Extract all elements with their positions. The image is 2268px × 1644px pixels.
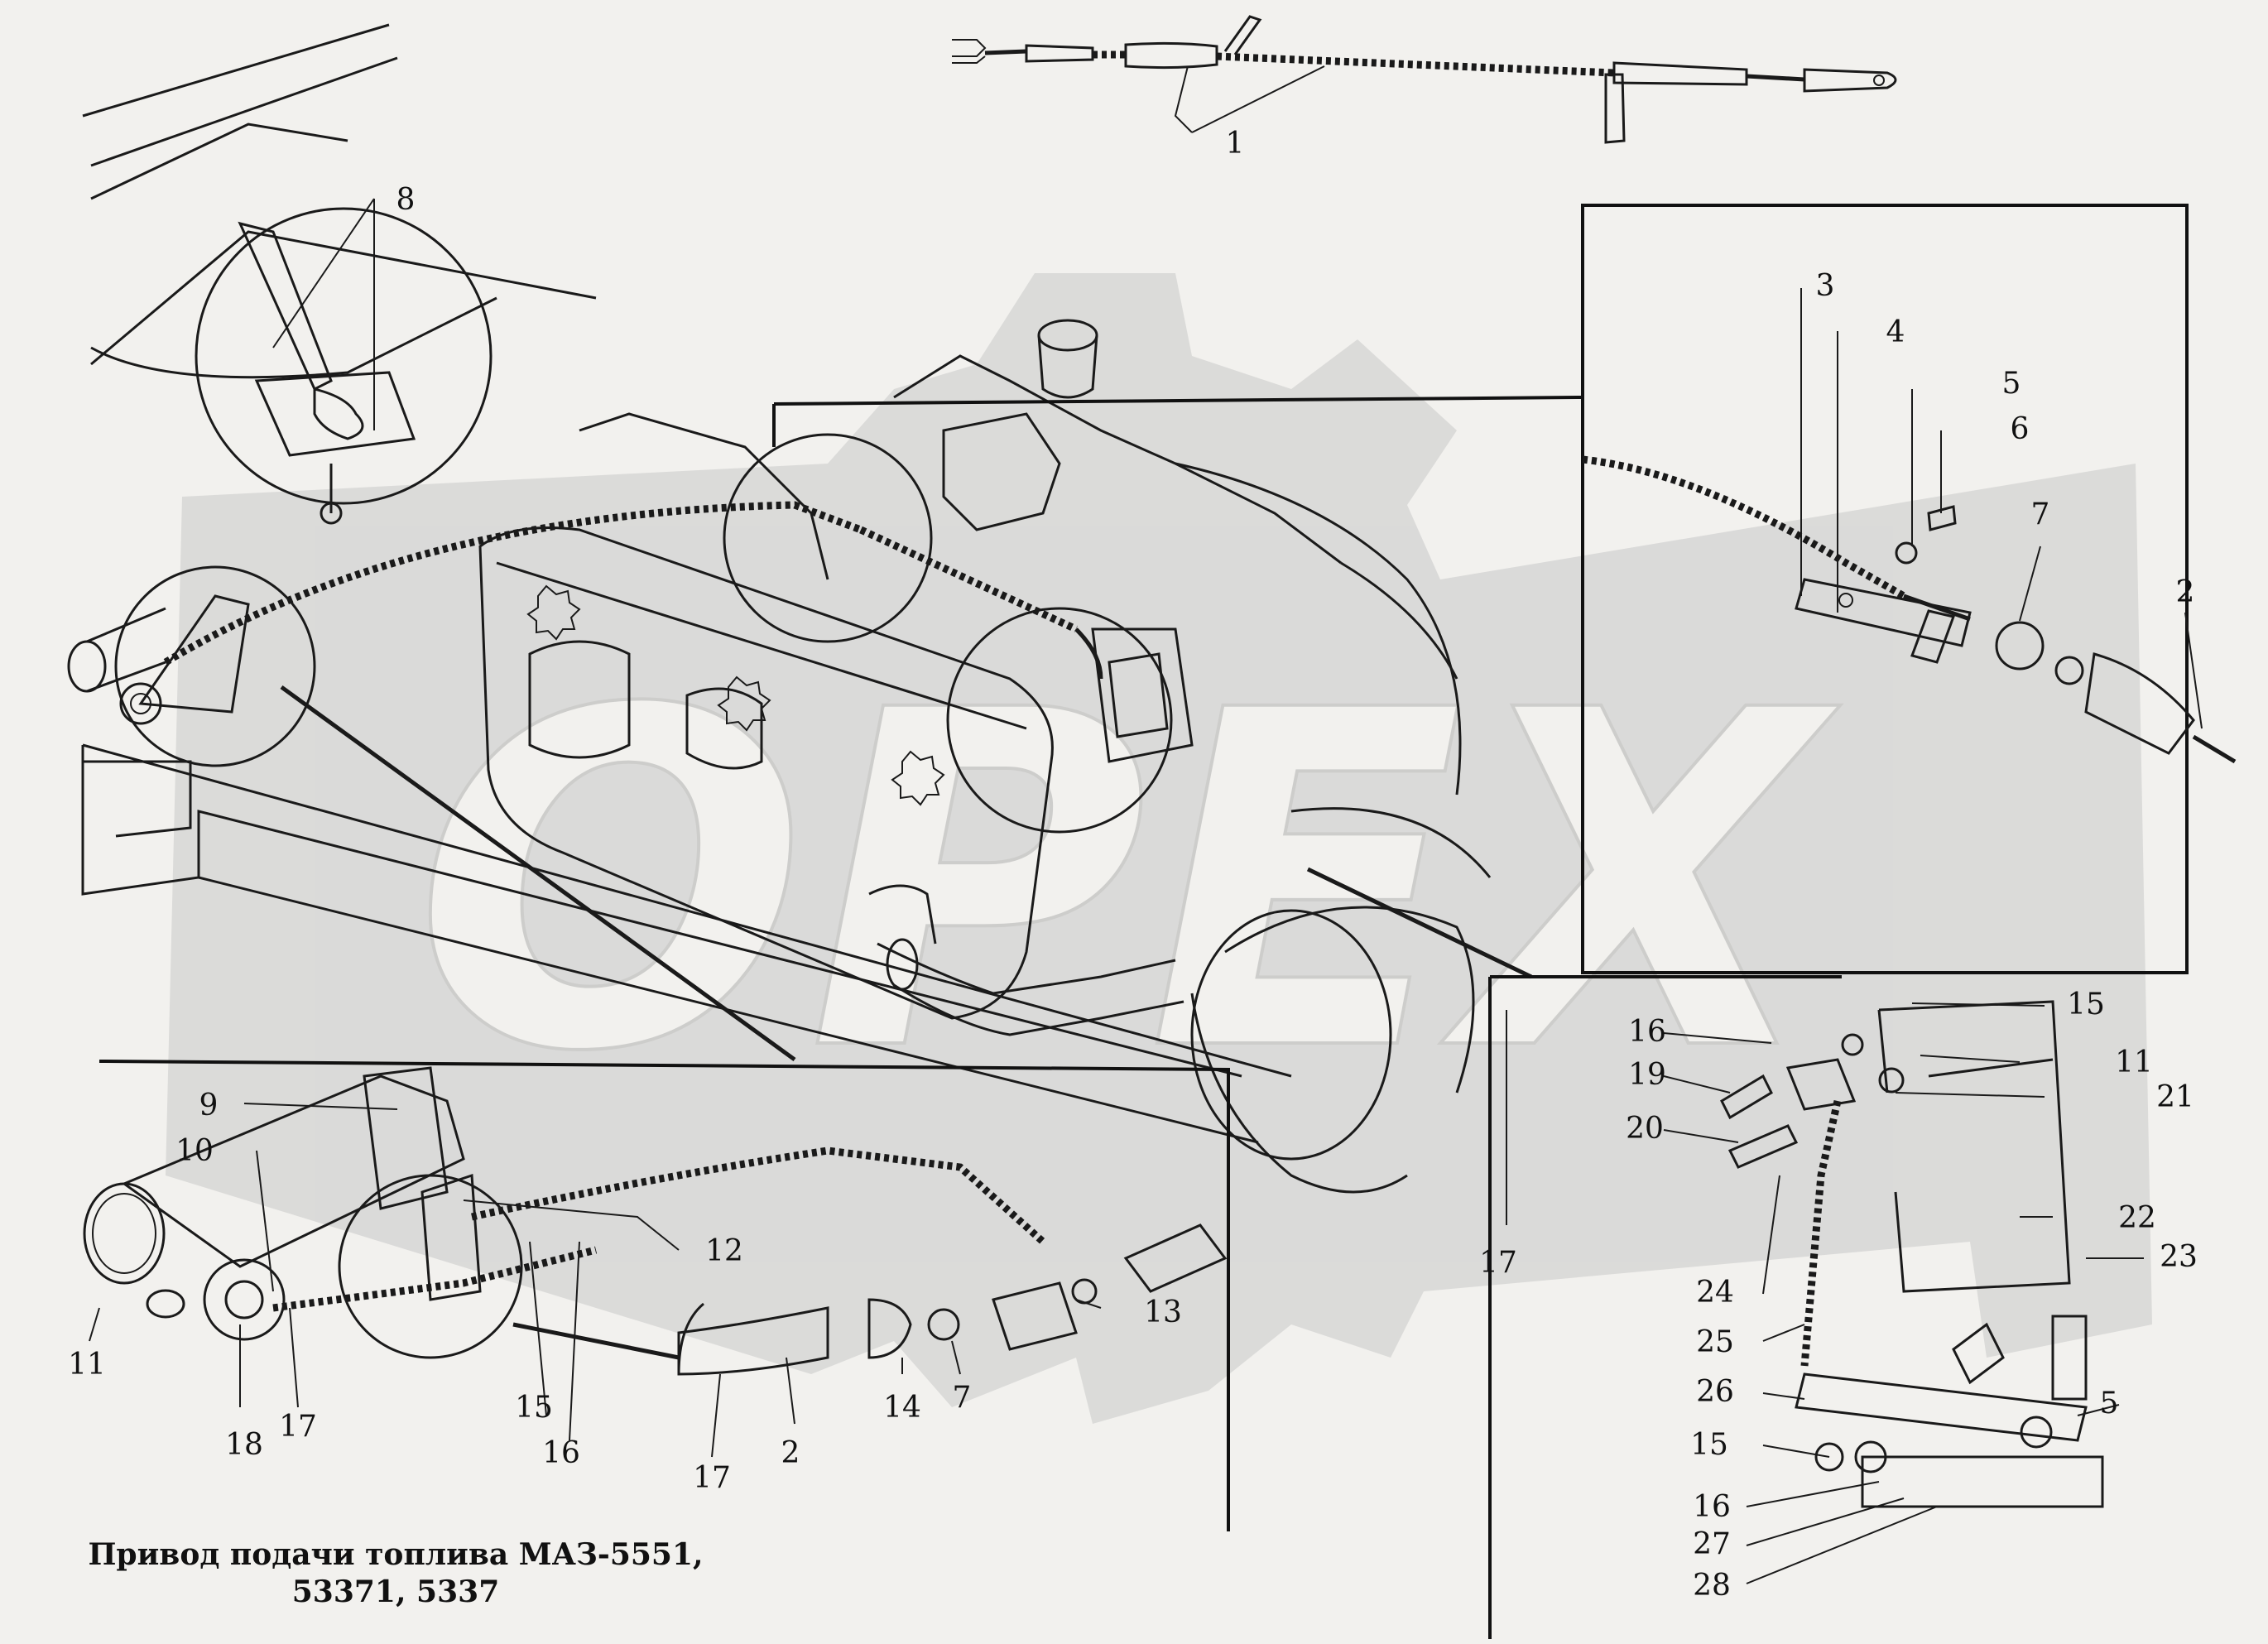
callout-15-lower: 15 bbox=[1690, 1428, 1728, 1462]
callout-22: 22 bbox=[2118, 1201, 2156, 1235]
callout-18: 18 bbox=[225, 1428, 263, 1462]
callout-labels: 1 2 3 4 5 6 7 8 9 10 11 12 13 14 7 15 16… bbox=[68, 127, 2198, 1603]
callout-11-right: 11 bbox=[2115, 1046, 2153, 1079]
callout-2-bottom: 2 bbox=[781, 1436, 800, 1470]
inset-top-right bbox=[772, 204, 2237, 974]
callout-6: 6 bbox=[2011, 412, 2030, 446]
callout-20: 20 bbox=[1626, 1112, 1664, 1146]
callout-12: 12 bbox=[705, 1234, 743, 1268]
callout-2: 2 bbox=[2176, 575, 2195, 609]
caption-line-1: Привод подачи топлива МАЗ-5551, bbox=[88, 1537, 703, 1572]
callout-10: 10 bbox=[175, 1134, 214, 1168]
callout-25: 25 bbox=[1696, 1325, 1734, 1359]
callout-15-left: 15 bbox=[515, 1391, 553, 1425]
callout-15-right: 15 bbox=[2067, 988, 2105, 1021]
callout-28: 28 bbox=[1693, 1569, 1731, 1603]
callout-13: 13 bbox=[1144, 1295, 1182, 1329]
callout-8: 8 bbox=[396, 183, 416, 217]
callout-5-top: 5 bbox=[2002, 367, 2021, 401]
callout-21: 21 bbox=[2156, 1080, 2194, 1114]
callout-5-right: 5 bbox=[2100, 1387, 2119, 1420]
inset-bottom-right bbox=[1488, 975, 2104, 1639]
callout-7-bottom: 7 bbox=[953, 1381, 972, 1415]
callout-16-lower: 16 bbox=[1693, 1490, 1731, 1524]
callout-4: 4 bbox=[1886, 315, 1905, 349]
callout-3: 3 bbox=[1816, 269, 1835, 303]
callout-14: 14 bbox=[883, 1391, 921, 1425]
callout-23: 23 bbox=[2160, 1240, 2198, 1274]
detail-circles bbox=[114, 207, 1173, 834]
callout-7-top: 7 bbox=[2031, 498, 2050, 531]
callout-9: 9 bbox=[199, 1089, 219, 1122]
callout-26: 26 bbox=[1696, 1375, 1734, 1409]
callout-27: 27 bbox=[1693, 1527, 1731, 1561]
inset-bottom-left bbox=[83, 1060, 1230, 1531]
callout-17-right: 17 bbox=[1479, 1246, 1517, 1280]
callout-17-left: 17 bbox=[279, 1410, 317, 1444]
callout-16-right: 16 bbox=[1628, 1015, 1666, 1049]
callout-1: 1 bbox=[1226, 127, 1245, 161]
watermark-text: ОРЕХ bbox=[414, 613, 1841, 1153]
top-cable-assembly bbox=[952, 15, 1897, 144]
caption-line-2: 53371, 5337 bbox=[292, 1574, 500, 1609]
diagram-caption: Привод подачи топлива МАЗ-5551, 53371, 5… bbox=[88, 1537, 703, 1609]
chassis-engine-drawing bbox=[67, 23, 1533, 1194]
callout-24: 24 bbox=[1696, 1276, 1734, 1310]
leader-lines bbox=[89, 65, 2203, 1584]
callout-16-left: 16 bbox=[542, 1436, 580, 1470]
callout-17-lower: 17 bbox=[693, 1461, 731, 1495]
watermark-gear-icon bbox=[166, 273, 2152, 1424]
callout-19: 19 bbox=[1628, 1058, 1666, 1092]
callout-11-left: 11 bbox=[68, 1348, 106, 1382]
